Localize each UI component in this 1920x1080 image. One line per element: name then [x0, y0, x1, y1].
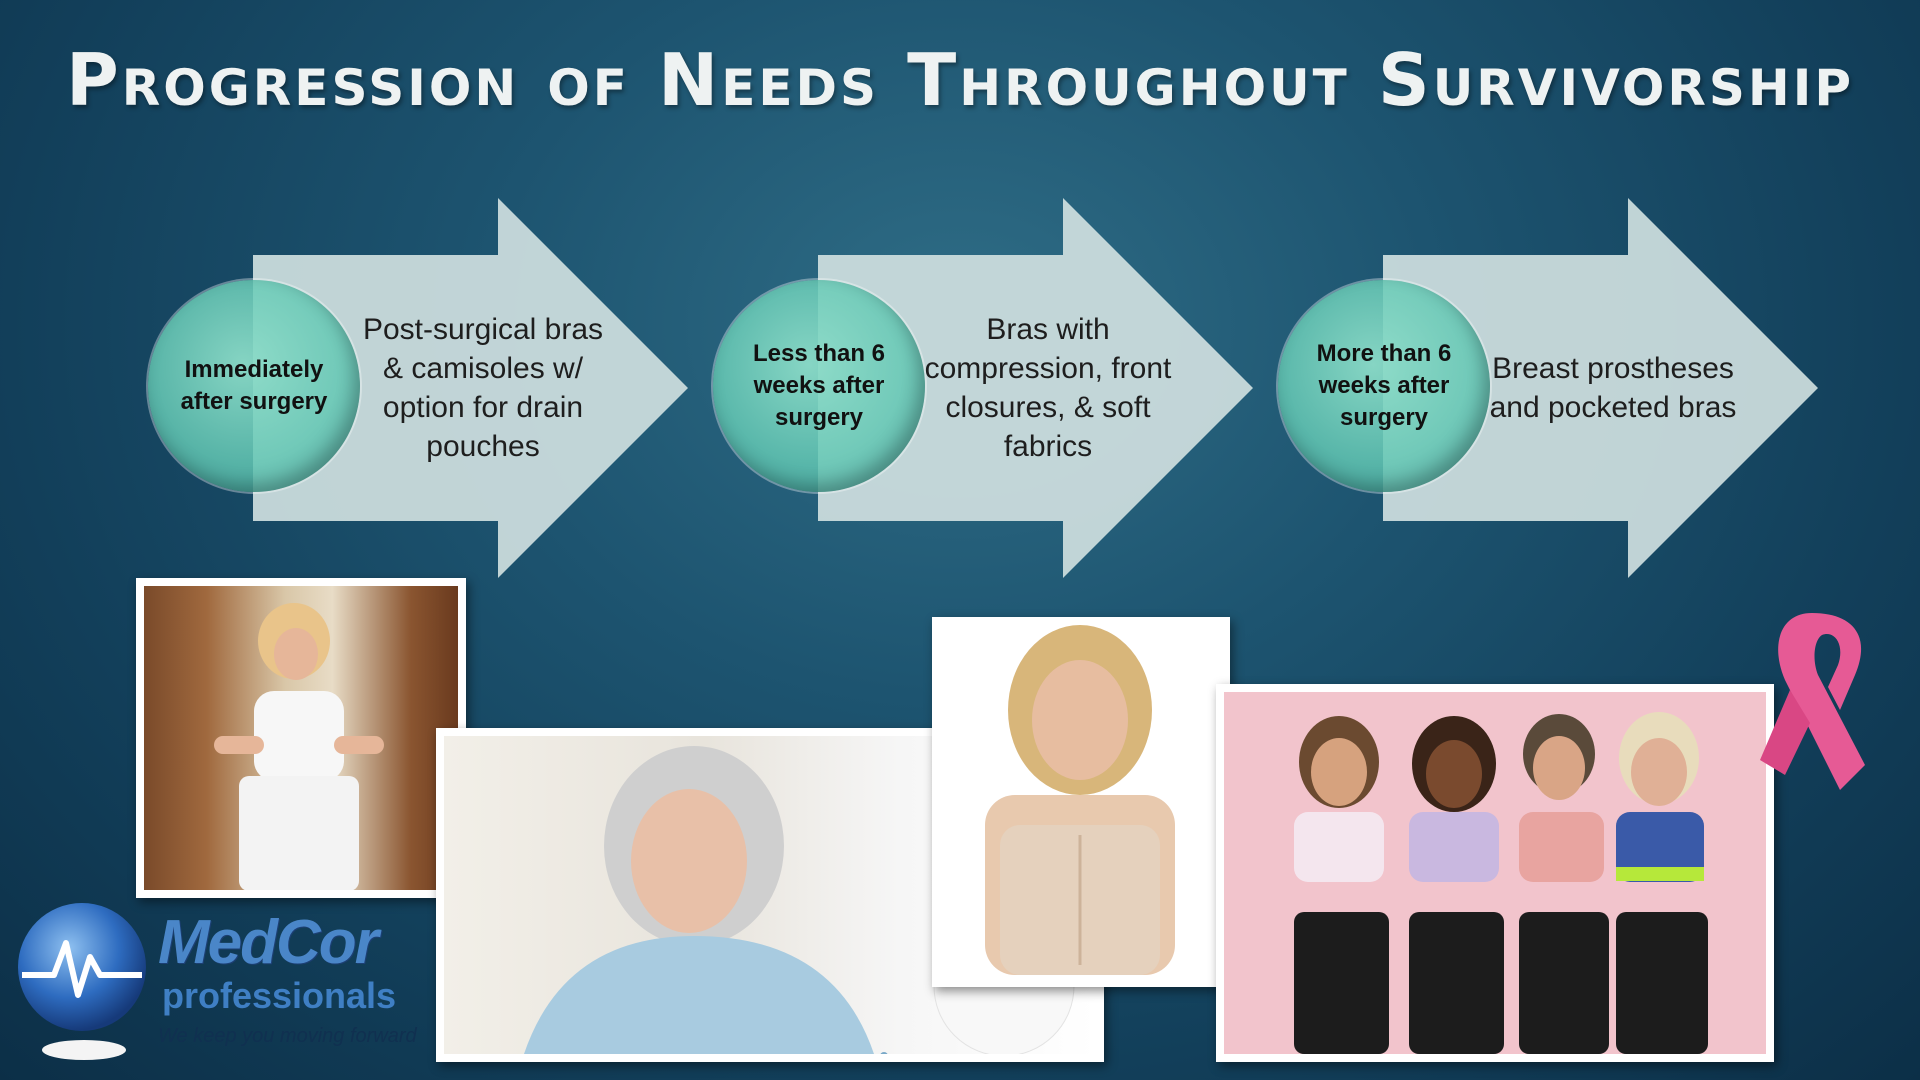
- arrow-shape: [1383, 198, 1818, 578]
- stage-1: Immediately after surgery Post-surgical …: [148, 198, 698, 578]
- pink-ribbon-icon: [1760, 613, 1865, 790]
- photo-pocketed-bras-group: [1216, 684, 1774, 1062]
- arrow-shape: [818, 198, 1253, 578]
- logo-name: MedCor: [158, 908, 379, 977]
- logo-tagline: We keep you moving forward: [158, 1025, 417, 1047]
- stage-needs-text: Post-surgical bras & camisoles w/ option…: [362, 313, 604, 463]
- group-illustration: [1294, 712, 1708, 1054]
- stage-timing-circle: Less than 6 weeks after surgery: [713, 280, 925, 492]
- stage-timing-label: Less than 6 weeks after surgery: [752, 340, 886, 431]
- stage-needs-text: Breast prostheses and pocketed bras: [1489, 352, 1737, 424]
- stage-needs-text: Bras with compression, front closures, &…: [924, 313, 1172, 463]
- stage-3: More than 6 weeks after surgery Breast p…: [1278, 198, 1828, 578]
- globe-logo-icon: [18, 903, 146, 1060]
- photo-front-closure-bra: [932, 617, 1230, 987]
- logo-subtitle: professionals: [162, 975, 397, 1016]
- stage-timing-label: More than 6 weeks after surgery: [1316, 340, 1452, 431]
- stage-timing-circle: More than 6 weeks after surgery: [1278, 280, 1490, 492]
- medcor-logo: MedCor professionals We keep you moving …: [16, 895, 436, 1070]
- photo-post-surgical-camisole: [136, 578, 466, 898]
- stage-timing-label: Immediately after surgery: [180, 356, 328, 415]
- stage-2: Less than 6 weeks after surgery Bras wit…: [713, 198, 1263, 578]
- arrow-shape: [253, 198, 688, 578]
- person-illustration: [985, 625, 1175, 975]
- person-illustration: [214, 603, 384, 890]
- slide-title: Progression of Needs Throughout Survivor…: [65, 38, 1855, 122]
- stage-timing-circle: Immediately after surgery: [148, 280, 360, 492]
